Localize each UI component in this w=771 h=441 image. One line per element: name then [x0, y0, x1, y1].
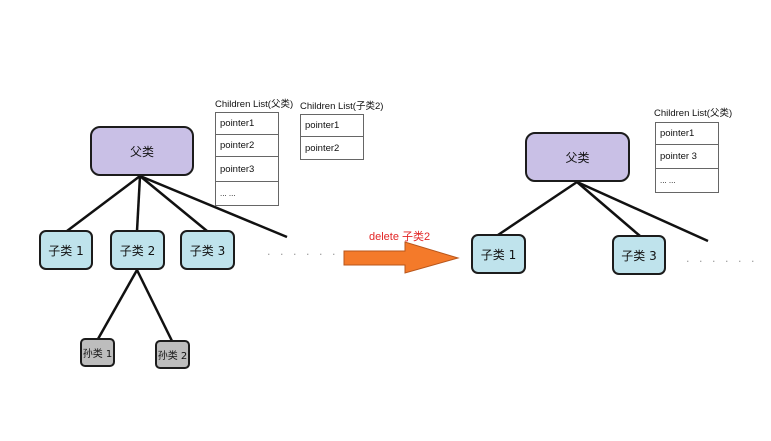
after-child-1-node: 子类 1	[471, 234, 526, 274]
edge-parent-child3	[139, 175, 208, 232]
after-parent-list: pointer1 pointer 3 ... ...	[655, 122, 719, 193]
edge-parent-child1	[66, 175, 141, 232]
before-parent-list: pointer1 pointer2 pointer3 ... ...	[215, 112, 279, 206]
edge-parent-child2	[135, 175, 142, 232]
node-label: 子类 3	[621, 248, 657, 263]
before-child-1-node: 子类 1	[39, 230, 93, 270]
before-parent-node: 父类	[90, 126, 194, 176]
list-row: pointer2	[305, 142, 340, 154]
before-child-3-node: 子类 3	[180, 230, 235, 270]
node-label: 孙类 2	[157, 351, 188, 362]
before-parent-list-caption: Children List(父类)	[215, 99, 294, 110]
before-child2-list: pointer1 pointer2	[300, 114, 364, 160]
node-label: 父类	[565, 150, 590, 165]
list-row: ... ...	[660, 176, 676, 185]
node-label: 父类	[129, 144, 154, 159]
before-child-2-node: 子类 2	[110, 230, 165, 270]
list-row: pointer 3	[656, 145, 718, 169]
list-row: pointer1	[656, 123, 718, 145]
node-label: 孙类 1	[82, 349, 113, 360]
node-label: 子类 2	[119, 243, 156, 258]
edge-parent-more	[139, 174, 288, 239]
list-row: pointer1	[301, 115, 363, 137]
edge-after-parent-child1	[497, 180, 578, 237]
edge-child2-grand1	[96, 269, 139, 340]
before-grandchild-2-node: 孙类 2	[155, 340, 190, 369]
edge-after-parent-more	[576, 180, 709, 243]
after-child-3-node: 子类 3	[612, 235, 666, 275]
list-row: pointer1	[216, 113, 278, 135]
before-more-children: · · · · · ·	[267, 248, 339, 261]
list-row: pointer2	[216, 135, 278, 157]
delete-arrow	[343, 241, 460, 274]
list-row: ... ...	[220, 189, 236, 198]
edge-after-parent-child3	[576, 181, 641, 237]
after-parent-list-caption: Children List(父类)	[654, 108, 733, 119]
node-label: 子类 1	[48, 243, 84, 258]
before-child2-list-caption: Children List(子类2)	[300, 101, 384, 112]
edge-child2-grand2	[135, 269, 174, 342]
after-parent-node: 父类	[525, 132, 630, 182]
node-label: 子类 1	[480, 247, 517, 262]
node-label: 子类 3	[189, 243, 226, 258]
list-row: pointer3	[216, 157, 278, 182]
before-grandchild-1-node: 孙类 1	[80, 338, 115, 367]
after-more-children: · · · · · ·	[686, 255, 758, 268]
delete-action-label: delete 子类2	[369, 231, 431, 243]
